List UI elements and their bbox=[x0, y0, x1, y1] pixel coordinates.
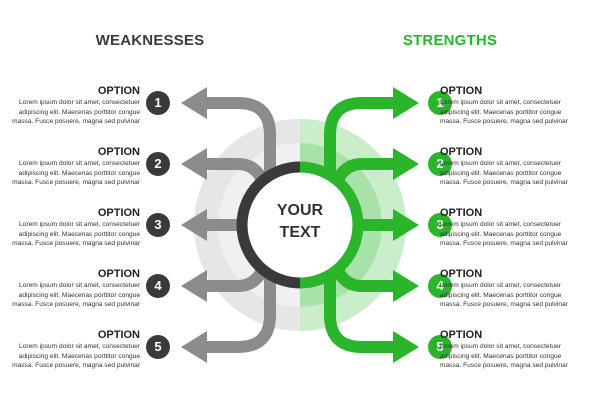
weakness-arrow-1 bbox=[205, 97, 276, 225]
weakness-arrowheads bbox=[181, 87, 207, 363]
weakness-option-5: OPTION Lorem ipsum dolor sit amet, conse… bbox=[0, 328, 140, 371]
strength-arrowhead-4 bbox=[393, 270, 419, 302]
weakness-number-badge: 5 bbox=[146, 335, 170, 359]
option-text: Lorem ipsum dolor sit amet, consectetuer… bbox=[12, 160, 140, 186]
center-label: YOUR TEXT bbox=[248, 200, 352, 244]
option-text: Lorem ipsum dolor sit amet, consectetuer… bbox=[12, 282, 140, 308]
center-ring-green-half bbox=[299, 161, 364, 289]
weakness-arrowhead-1 bbox=[181, 87, 207, 119]
weakness-arrow-5 bbox=[205, 225, 276, 353]
option-title: OPTION bbox=[440, 268, 483, 280]
weakness-arrowhead-3 bbox=[181, 209, 207, 241]
option-title: OPTION bbox=[97, 207, 140, 219]
strength-number-badge: 1 bbox=[428, 91, 452, 115]
weakness-option-1: OPTION Lorem ipsum dolor sit amet, conse… bbox=[0, 84, 140, 127]
strength-number-badge: 5 bbox=[428, 335, 452, 359]
strength-arrow-5 bbox=[324, 225, 395, 353]
option-text: Lorem ipsum dolor sit amet, consectetuer… bbox=[440, 221, 568, 247]
strength-number-badge: 2 bbox=[428, 152, 452, 176]
center-label-line1: YOUR bbox=[276, 202, 324, 219]
option-title: OPTION bbox=[440, 85, 483, 97]
option-text: Lorem ipsum dolor sit amet, consectetuer… bbox=[440, 160, 568, 186]
weakness-option-4: OPTION Lorem ipsum dolor sit amet, conse… bbox=[0, 267, 140, 310]
option-title: OPTION bbox=[440, 207, 483, 219]
weakness-option-2: OPTION Lorem ipsum dolor sit amet, conse… bbox=[0, 145, 140, 188]
weakness-option-3: OPTION Lorem ipsum dolor sit amet, conse… bbox=[0, 206, 140, 249]
center-ring-dark-half bbox=[236, 161, 301, 289]
center-circle bbox=[242, 167, 358, 283]
strength-number-badge: 4 bbox=[428, 274, 452, 298]
option-text: Lorem ipsum dolor sit amet, consectetuer… bbox=[440, 282, 568, 308]
option-title: OPTION bbox=[97, 85, 140, 97]
weakness-arrowhead-5 bbox=[181, 331, 207, 363]
weakness-arrowhead-2 bbox=[181, 148, 207, 180]
strength-arrowheads bbox=[393, 87, 419, 363]
strength-option-1: OPTION Lorem ipsum dolor sit amet, conse… bbox=[440, 84, 580, 127]
strength-number-badge: 3 bbox=[428, 213, 452, 237]
weakness-number-badge: 4 bbox=[146, 274, 170, 298]
weakness-number-badge: 2 bbox=[146, 152, 170, 176]
option-title: OPTION bbox=[97, 268, 140, 280]
strengths-heading: STRENGTHS bbox=[402, 32, 498, 49]
option-text: Lorem ipsum dolor sit amet, consectetuer… bbox=[12, 99, 140, 125]
strength-arrow-1 bbox=[324, 97, 395, 225]
option-title: OPTION bbox=[440, 146, 483, 158]
weakness-number-badge: 3 bbox=[146, 213, 170, 237]
option-title: OPTION bbox=[440, 329, 483, 341]
weakness-arrowhead-4 bbox=[181, 270, 207, 302]
option-title: OPTION bbox=[97, 146, 140, 158]
option-text: Lorem ipsum dolor sit amet, consectetuer… bbox=[440, 99, 568, 125]
strength-arrowhead-3 bbox=[393, 209, 419, 241]
strength-option-4: OPTION Lorem ipsum dolor sit amet, conse… bbox=[440, 267, 580, 310]
strength-option-2: OPTION Lorem ipsum dolor sit amet, conse… bbox=[440, 145, 580, 188]
strength-option-5: OPTION Lorem ipsum dolor sit amet, conse… bbox=[440, 328, 580, 371]
option-text: Lorem ipsum dolor sit amet, consectetuer… bbox=[12, 221, 140, 247]
option-text: Lorem ipsum dolor sit amet, consectetuer… bbox=[12, 343, 140, 369]
strength-arrowhead-1 bbox=[393, 87, 419, 119]
strength-arrowhead-2 bbox=[393, 148, 419, 180]
option-title: OPTION bbox=[97, 329, 140, 341]
weakness-number-badge: 1 bbox=[146, 91, 170, 115]
weaknesses-heading: WEAKNESSES bbox=[95, 32, 205, 49]
strength-arrowhead-5 bbox=[393, 331, 419, 363]
strength-option-3: OPTION Lorem ipsum dolor sit amet, conse… bbox=[440, 206, 580, 249]
center-label-line2: TEXT bbox=[279, 224, 321, 241]
option-text: Lorem ipsum dolor sit amet, consectetuer… bbox=[440, 343, 568, 369]
